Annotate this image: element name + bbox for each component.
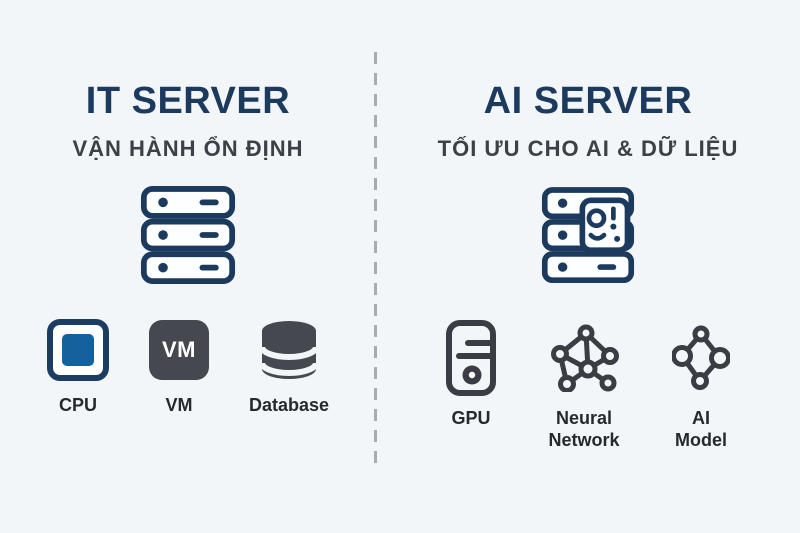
- vm-item: VM VM: [148, 318, 209, 417]
- ai-server-panel: AI SERVER TỐI ƯU CHO AI & DỮ LIỆU: [376, 0, 800, 533]
- it-server-rack-icon: [140, 186, 236, 290]
- ai-model-label: AI Model: [675, 408, 727, 450]
- it-server-title: IT SERVER: [85, 80, 291, 122]
- ai-server-subtitle: TỐI ƯU CHO AI & DỮ LIỆU: [437, 135, 739, 161]
- neural-network-item: Neural Network: [542, 321, 626, 451]
- database-label: Database: [248, 395, 330, 416]
- cpu-icon: [46, 318, 109, 382]
- cpu-label: CPU: [58, 395, 97, 416]
- vm-icon-text: VM: [161, 337, 196, 363]
- gpu-item: GPU: [446, 320, 496, 430]
- ai-server-title: AI SERVER: [483, 80, 693, 122]
- gpu-tower-icon: [446, 320, 496, 397]
- neural-network-label: Neural Network: [548, 408, 620, 450]
- it-server-panel: IT SERVER VẬN HÀNH ỔN ĐỊNH: [0, 0, 376, 533]
- ai-model-item: AI Model: [672, 321, 730, 451]
- vm-label: VM: [165, 395, 193, 416]
- database-item: Database: [249, 318, 329, 417]
- database-icon: [258, 318, 319, 382]
- ai-model-icon: [672, 321, 730, 395]
- cpu-item: CPU: [46, 318, 109, 417]
- neural-network-icon: [549, 321, 619, 395]
- it-server-subtitle: VẬN HÀNH ỔN ĐỊNH: [72, 135, 304, 161]
- gpu-label: GPU: [451, 408, 491, 429]
- dashed-divider: [374, 52, 377, 465]
- ai-server-rack-icon: [541, 186, 635, 293]
- vm-icon: VM: [148, 318, 209, 382]
